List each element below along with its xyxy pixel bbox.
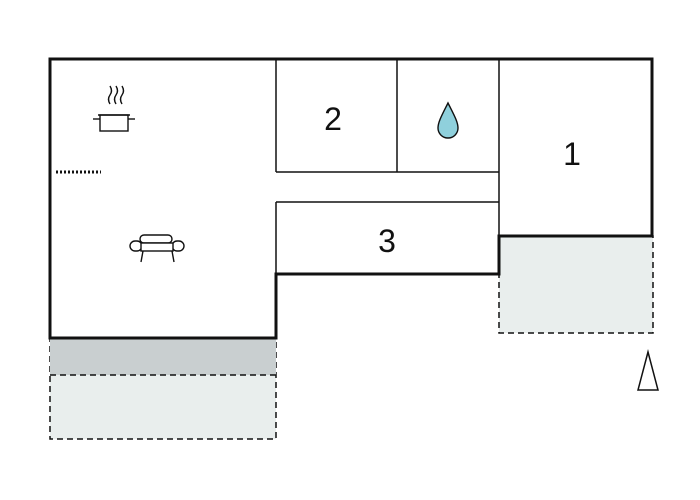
room-2-label: 2 <box>324 101 342 137</box>
sofa-icon <box>129 234 185 263</box>
room-1-label: 1 <box>563 136 581 172</box>
room-3-label: 3 <box>378 223 396 259</box>
terrace-right <box>498 235 654 334</box>
outer-wall <box>48 57 654 340</box>
cooking-pot-icon <box>93 85 135 132</box>
interior-walls <box>275 59 500 274</box>
north-arrow-icon <box>637 349 659 391</box>
covered-terrace <box>50 338 276 375</box>
water-drop-icon <box>437 101 459 139</box>
